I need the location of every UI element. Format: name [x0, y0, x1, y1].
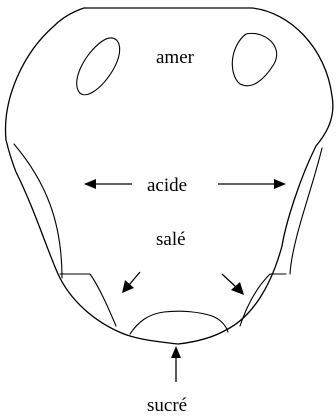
bitter-region-left	[77, 38, 120, 95]
label-bitter: amer	[156, 47, 195, 68]
label-salty: salé	[156, 229, 186, 250]
sour-arrow-right	[218, 179, 286, 189]
bitter-region-right	[232, 33, 276, 85]
salty-region-left-boundary	[60, 274, 116, 326]
salty-region-right-boundary	[240, 274, 286, 326]
sweet-region-boundary	[130, 311, 228, 334]
label-sour: acide	[147, 175, 187, 196]
label-sweet: sucré	[147, 395, 187, 416]
sour-arrow-left	[84, 179, 132, 189]
sour-region-left-boundary	[14, 144, 62, 278]
salty-arrow-right	[222, 274, 244, 295]
sweet-arrow	[171, 346, 181, 382]
salty-arrow-left	[122, 272, 140, 293]
